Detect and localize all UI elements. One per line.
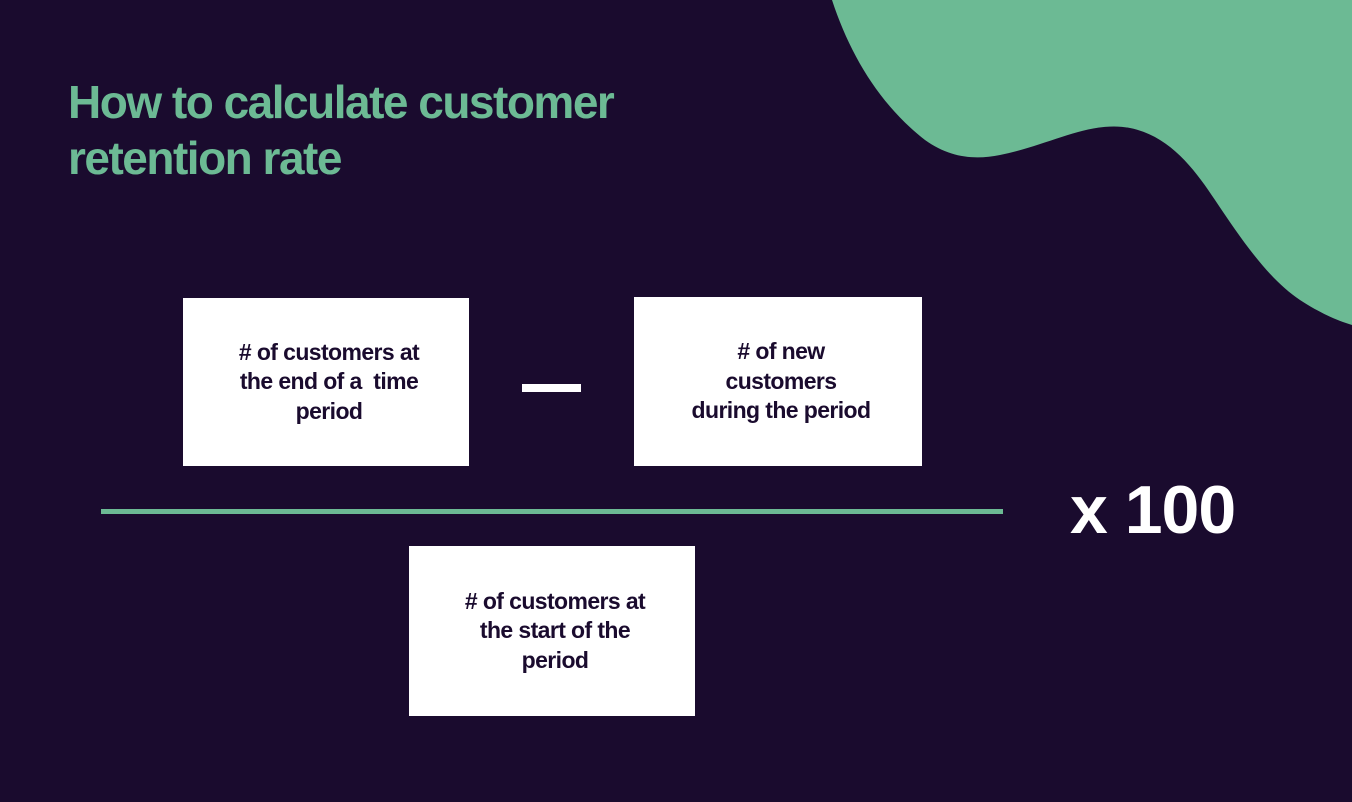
page-title: How to calculate customer retention rate [68, 74, 615, 186]
denominator-customers-start-box: # of customers at the start of the perio… [409, 546, 695, 716]
numerator-new-customers-text: # of new customers during the period [691, 338, 872, 424]
denominator-customers-start-text: # of customers at the start of the perio… [464, 587, 646, 673]
numerator-customers-end-box: # of customers at the end of a time peri… [183, 298, 469, 466]
multiplier-text: x 100 [1070, 472, 1236, 548]
title-line-1: How to calculate customer [68, 76, 615, 128]
minus-sign [522, 384, 581, 392]
numerator-new-customers-box: # of new customers during the period [634, 297, 922, 466]
fraction-divider-line [101, 509, 1003, 514]
title-line-2: retention rate [68, 132, 342, 184]
numerator-customers-end-text: # of customers at the end of a time peri… [238, 338, 420, 424]
